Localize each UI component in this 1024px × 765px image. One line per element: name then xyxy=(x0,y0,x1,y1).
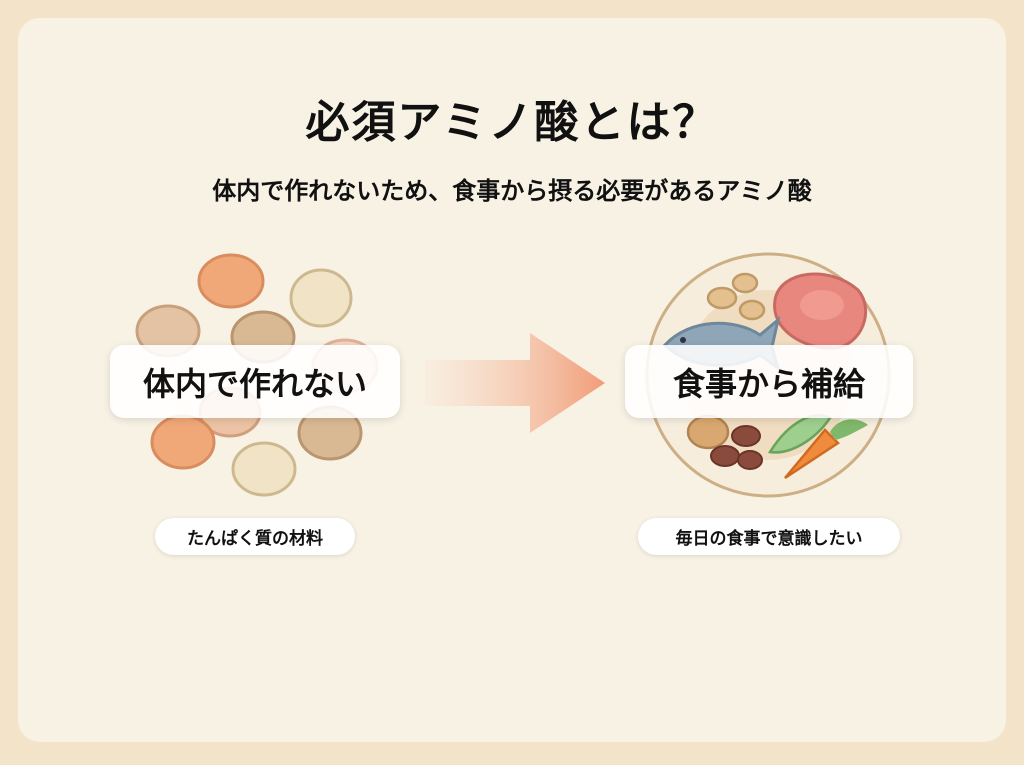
left-label: 体内で作れない xyxy=(110,345,400,418)
right-label: 食事から補給 xyxy=(625,345,913,418)
left-caption: たんぱく質の材料 xyxy=(155,518,355,555)
arrow-icon xyxy=(425,333,605,433)
page-title: 必須アミノ酸とは？ xyxy=(305,97,719,148)
page-subtitle: 体内で作れないため、食事から摂る必要があるアミノ酸 xyxy=(212,177,812,205)
right-caption: 毎日の食事で意識したい xyxy=(638,518,900,555)
